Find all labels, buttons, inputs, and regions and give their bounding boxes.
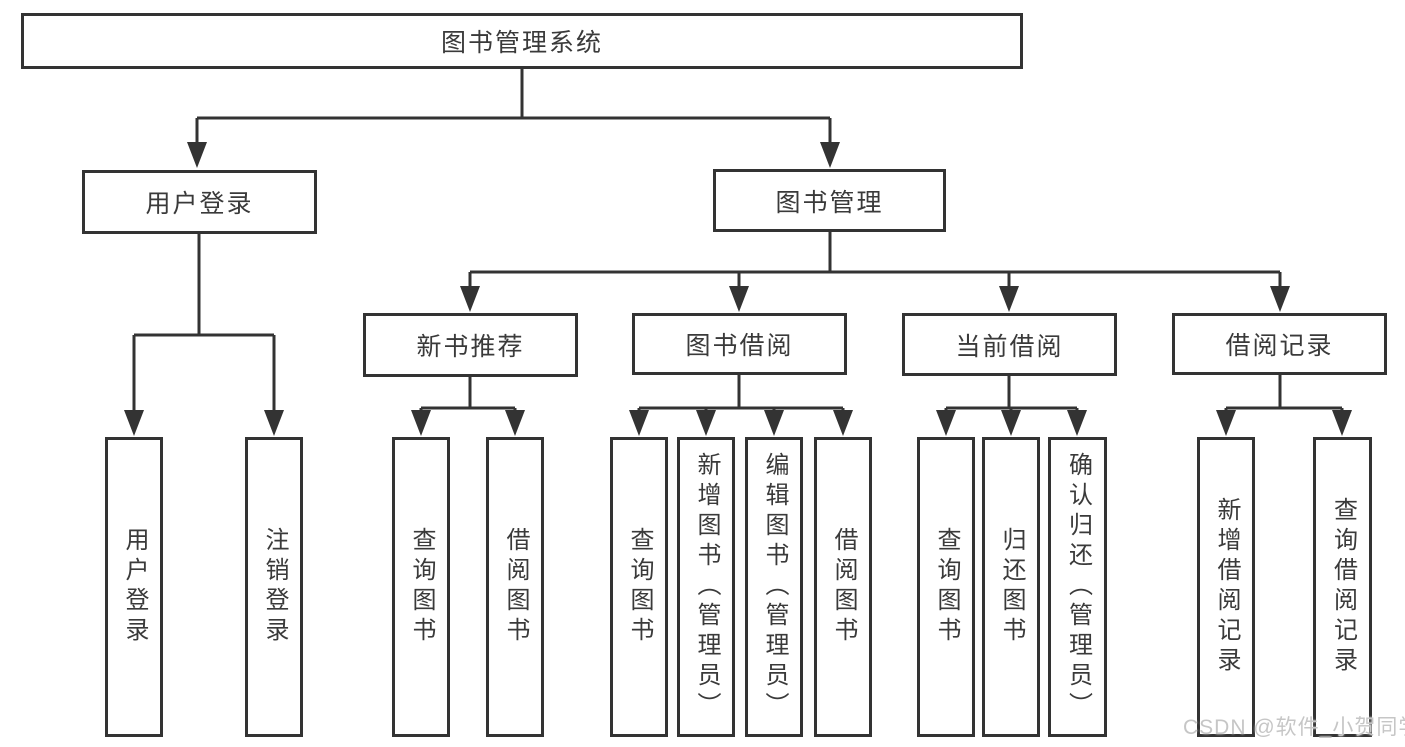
node-book-management: 图书管理 bbox=[713, 169, 946, 232]
node-book-borrowing-label: 图书借阅 bbox=[685, 332, 794, 360]
leaf-current-search-books-label: 查询图书 bbox=[933, 527, 960, 647]
node-user-login-label: 用户登录 bbox=[145, 190, 254, 218]
node-current-borrowing: 当前借阅 bbox=[902, 313, 1117, 376]
leaf-borrow-books-label: 借阅图书 bbox=[830, 527, 857, 647]
node-user-login: 用户登录 bbox=[82, 170, 317, 234]
leaf-logout-label: 注销登录 bbox=[261, 527, 288, 647]
node-root-label: 图书管理系统 bbox=[440, 29, 603, 57]
leaf-confirm-return-admin-label: 确认归还（管理员） bbox=[1064, 452, 1092, 722]
node-book-borrowing: 图书借阅 bbox=[632, 313, 847, 375]
leaf-return-books: 归还图书 bbox=[982, 437, 1040, 737]
leaf-recommend-borrow-books: 借阅图书 bbox=[486, 437, 544, 737]
leaf-return-books-label: 归还图书 bbox=[998, 527, 1025, 647]
node-new-book-recommendation: 新书推荐 bbox=[363, 313, 578, 377]
leaf-borrow-search-books: 查询图书 bbox=[610, 437, 668, 737]
csdn-watermark: CSDN @软件_小贺同学 bbox=[1183, 716, 1405, 739]
leaf-recommend-search-books: 查询图书 bbox=[392, 437, 450, 737]
leaf-add-books-admin-label: 新增图书（管理员） bbox=[693, 452, 720, 722]
leaf-search-borrow-record-label: 查询借阅记录 bbox=[1329, 497, 1357, 677]
leaf-recommend-search-books-label: 查询图书 bbox=[408, 527, 435, 647]
leaf-add-borrow-record: 新增借阅记录 bbox=[1197, 437, 1255, 737]
leaf-confirm-return-admin: 确认归还（管理员） bbox=[1048, 437, 1107, 737]
leaf-recommend-borrow-books-label: 借阅图书 bbox=[502, 527, 529, 647]
node-root: 图书管理系统 bbox=[21, 13, 1023, 69]
leaf-add-borrow-record-label: 新增借阅记录 bbox=[1213, 497, 1240, 677]
leaf-add-books-admin: 新增图书（管理员） bbox=[677, 437, 735, 737]
node-borrowing-records-label: 借阅记录 bbox=[1225, 332, 1334, 360]
leaf-borrow-books: 借阅图书 bbox=[814, 437, 872, 737]
leaf-logout: 注销登录 bbox=[245, 437, 303, 737]
leaf-user-login-label: 用户登录 bbox=[121, 527, 148, 647]
leaf-search-borrow-record: 查询借阅记录 bbox=[1313, 437, 1372, 737]
node-book-management-label: 图书管理 bbox=[775, 188, 884, 217]
leaf-user-login: 用户登录 bbox=[105, 437, 163, 737]
leaf-edit-books-admin-label: 编辑图书（管理员） bbox=[761, 452, 788, 722]
leaf-borrow-search-books-label: 查询图书 bbox=[626, 527, 653, 647]
node-current-borrowing-label: 当前借阅 bbox=[955, 332, 1064, 361]
node-borrowing-records: 借阅记录 bbox=[1172, 313, 1387, 375]
leaf-current-search-books: 查询图书 bbox=[917, 437, 975, 737]
leaf-edit-books-admin: 编辑图书（管理员） bbox=[745, 437, 803, 737]
node-new-book-recommendation-label: 新书推荐 bbox=[416, 333, 525, 361]
